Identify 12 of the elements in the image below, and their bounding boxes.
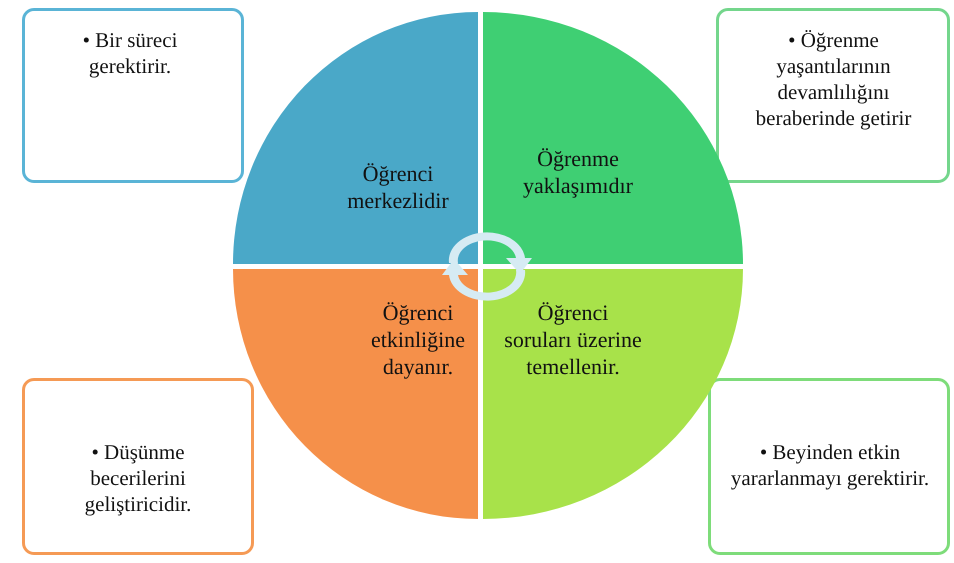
text-card [708,378,950,555]
text-card [716,8,950,183]
bullet-text: • Öğrenme yaşantılarının devamlılığını beraberinde getirir [754,27,912,131]
quadrant-text: Öğrenci merkezlidir [346,160,450,214]
quadrant-text: Öğrenci etkinliğine dayanır. [370,299,466,380]
bullet-text: • Düşünme becerilerini geliştiricidir. [84,439,192,517]
quadrant-text: Öğrenci soruları üzerine temellenir. [503,299,643,380]
bullet-text: • Bir süreci gerektirir. [82,27,178,79]
text-card [22,8,244,183]
text-card [22,378,254,555]
bullet-text: • Beyinden etkin yararlanmayı gerektirir. [730,439,930,491]
quadrant-text: Öğrenme yaklaşımıdır [522,145,634,199]
